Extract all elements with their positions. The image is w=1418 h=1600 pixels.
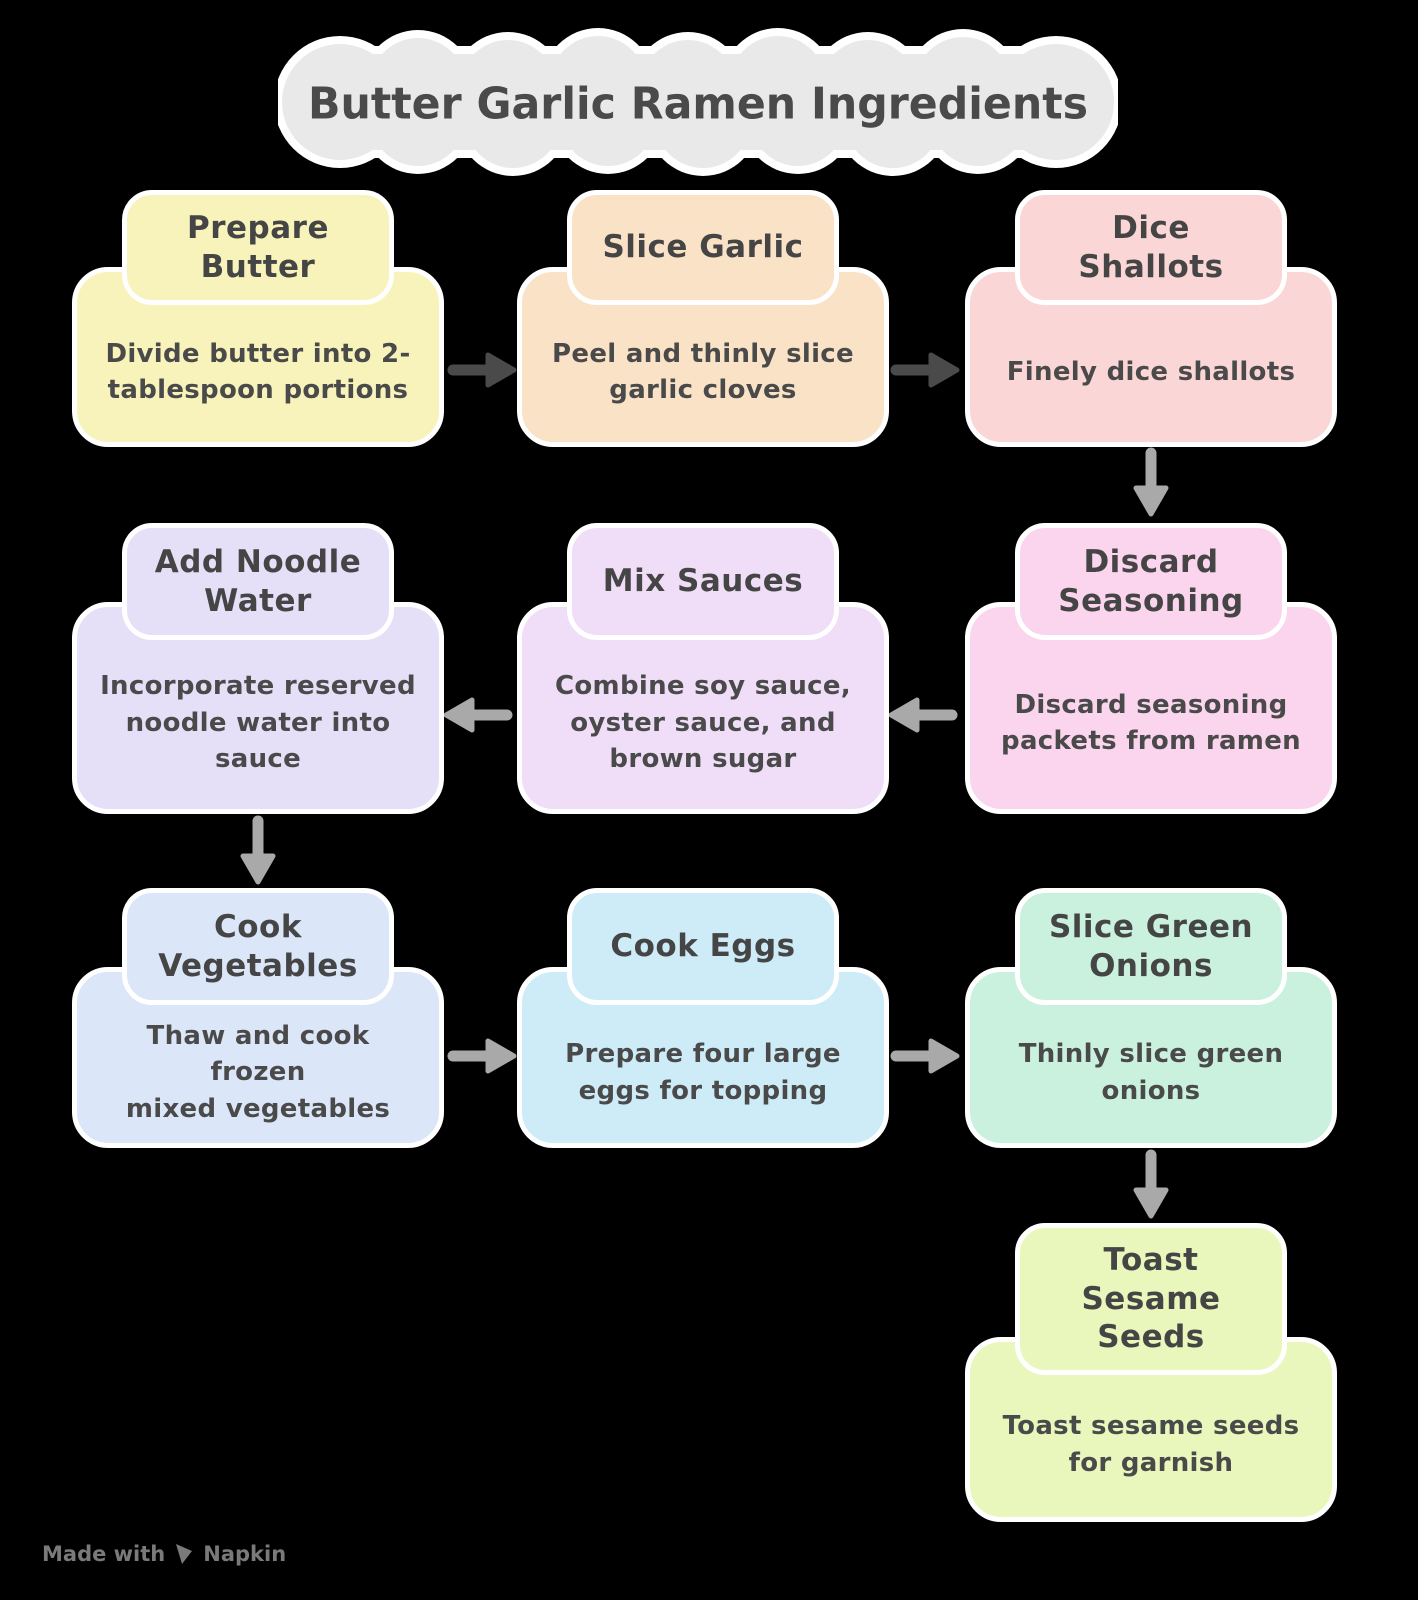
node-add-noodle-water: Add Noodle Water Incorporate reserved no…	[72, 523, 444, 814]
node-header: Dice Shallots	[1015, 190, 1287, 305]
arrow-right-icon	[890, 352, 960, 388]
arrow-right-icon	[890, 1038, 960, 1074]
node-description: Thaw and cook frozen mixed vegetables	[125, 1020, 391, 1124]
node-title: Slice Garlic	[602, 229, 804, 266]
page-title: Butter Garlic Ramen Ingredients	[308, 79, 1088, 130]
node-title: Cook Eggs	[610, 928, 796, 965]
watermark: Made with Napkin	[42, 1542, 286, 1566]
node-cook-vegetables: Cook Vegetables Thaw and cook frozen mix…	[72, 888, 444, 1148]
arrow-right-icon	[447, 352, 517, 388]
node-header: Cook Eggs	[567, 888, 839, 1005]
node-header: Discard Seasoning	[1015, 523, 1287, 640]
arrow-left-icon	[443, 697, 513, 733]
node-title: Add Noodle Water	[154, 543, 362, 619]
node-dice-shallots: Dice Shallots Finely dice shallots	[965, 190, 1337, 447]
title-cloud: Butter Garlic Ramen Ingredients	[278, 28, 1118, 176]
arrow-down-icon	[240, 815, 276, 885]
node-body: Discard seasoning packets from ramen	[965, 602, 1337, 814]
node-description: Thinly slice green onions	[1018, 1039, 1284, 1106]
node-title: Mix Sauces	[602, 563, 804, 600]
arrow-down-icon	[1133, 447, 1169, 517]
node-title: Toast Sesame Seeds	[1081, 1241, 1221, 1356]
node-description: Incorporate reserved noodle water into s…	[100, 671, 416, 775]
node-description: Combine soy sauce, oyster sauce, and bro…	[555, 671, 851, 775]
arrow-down-icon	[1133, 1149, 1169, 1219]
node-description: Peel and thinly slice garlic cloves	[552, 338, 854, 405]
node-discard-seasoning: Discard Seasoning Discard seasoning pack…	[965, 523, 1337, 814]
watermark-made-with: Made with	[42, 1542, 166, 1566]
node-description: Divide butter into 2- tablespoon portion…	[105, 338, 411, 405]
node-title: Prepare Butter	[187, 209, 329, 285]
napkin-logo-icon	[176, 1544, 193, 1564]
node-header: Cook Vegetables	[122, 888, 394, 1005]
node-description: Finely dice shallots	[1006, 356, 1296, 387]
node-toast-sesame-seeds: Toast Sesame Seeds Toast sesame seeds fo…	[965, 1223, 1337, 1522]
arrow-left-icon	[888, 697, 958, 733]
node-title: Discard Seasoning	[1058, 543, 1244, 619]
node-description: Discard seasoning packets from ramen	[1001, 689, 1301, 756]
node-title: Slice Green Onions	[1048, 908, 1254, 984]
node-slice-garlic: Slice Garlic Peel and thinly slice garli…	[517, 190, 889, 447]
node-prepare-butter: Prepare Butter Divide butter into 2- tab…	[72, 190, 444, 447]
node-header: Slice Green Onions	[1015, 888, 1287, 1005]
node-header: Toast Sesame Seeds	[1015, 1223, 1287, 1375]
node-slice-green-onions: Slice Green Onions Thinly slice green on…	[965, 888, 1337, 1148]
node-header: Add Noodle Water	[122, 523, 394, 640]
cloud-fill	[282, 36, 1114, 168]
node-description: Toast sesame seeds for garnish	[1002, 1411, 1300, 1478]
node-header: Prepare Butter	[122, 190, 394, 305]
arrow-right-icon	[447, 1038, 517, 1074]
node-body: Combine soy sauce, oyster sauce, and bro…	[517, 602, 889, 814]
watermark-brand: Napkin	[203, 1542, 287, 1566]
node-cook-eggs: Cook Eggs Prepare four large eggs for to…	[517, 888, 889, 1148]
node-header: Slice Garlic	[567, 190, 839, 305]
node-title: Cook Vegetables	[158, 908, 358, 984]
node-description: Prepare four large eggs for topping	[565, 1039, 841, 1106]
node-title: Dice Shallots	[1078, 209, 1224, 285]
node-mix-sauces: Mix Sauces Combine soy sauce, oyster sau…	[517, 523, 889, 814]
node-header: Mix Sauces	[567, 523, 839, 640]
